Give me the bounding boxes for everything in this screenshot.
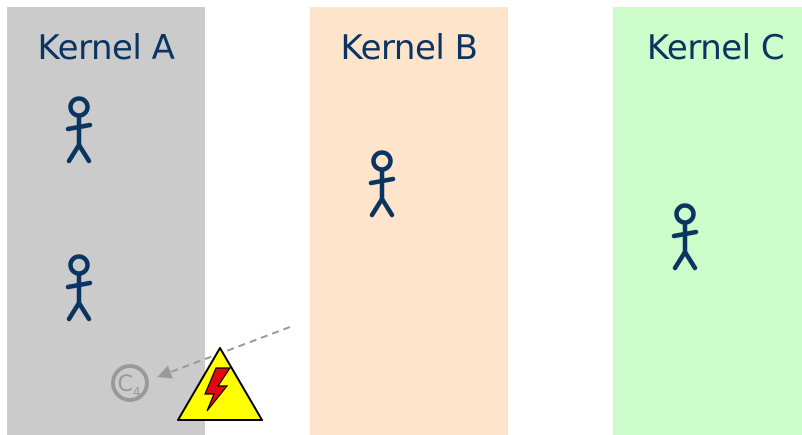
kernel-a-region: Kernel A bbox=[7, 7, 205, 435]
person-icon bbox=[65, 254, 93, 322]
person-icon bbox=[671, 203, 699, 271]
kernel-c-title: Kernel C bbox=[646, 28, 785, 68]
kernel-a-title: Kernel A bbox=[37, 28, 175, 68]
kernel-b-region: Kernel B bbox=[310, 7, 508, 435]
person-icon bbox=[368, 150, 396, 218]
person-icon bbox=[65, 96, 93, 164]
kernel-c-region: Kernel C bbox=[613, 7, 802, 435]
lightning-bolt-icon bbox=[204, 367, 232, 412]
kernel-b-title: Kernel B bbox=[340, 28, 478, 68]
